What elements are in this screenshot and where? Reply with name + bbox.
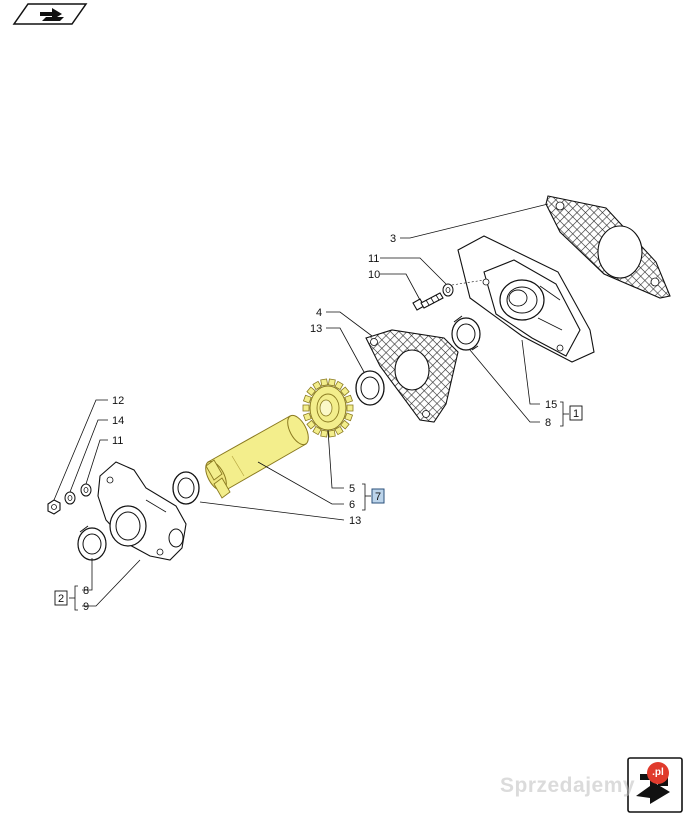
previous-page-button[interactable]	[12, 3, 88, 25]
gear-tooth	[334, 380, 344, 391]
gear-tooth	[340, 419, 350, 430]
callout-5: 5	[349, 483, 355, 495]
gear-tooth	[340, 386, 350, 397]
callout-10: 10	[368, 269, 380, 281]
gear-tooth	[312, 425, 322, 436]
gear-tooth	[320, 378, 329, 387]
washer-part-14	[64, 491, 76, 505]
callout-8-left: 8	[83, 585, 89, 597]
gear-tooth	[334, 425, 344, 436]
bearing-part-8-left	[77, 525, 107, 561]
gear-tooth	[306, 419, 316, 430]
ref-box-1-label: 1	[573, 408, 579, 420]
washer-part-11-top	[442, 283, 454, 297]
group-brackets	[69, 401, 569, 611]
nut-part-12	[47, 499, 61, 515]
seal-part-13-bottom	[172, 471, 200, 505]
callout-3: 3	[390, 233, 396, 245]
callout-11-top: 11	[368, 253, 379, 265]
ref-box-2-label: 2	[58, 593, 64, 605]
callout-labels: 3 11 10 4 13 15 8 12 14 11 5 6 13 8 9	[83, 233, 557, 613]
bracket-housing-part-9	[97, 461, 187, 561]
callout-15: 15	[545, 399, 557, 411]
cover-housing-part-15	[457, 235, 595, 363]
seal-part-13-top	[355, 370, 385, 406]
gear-tooth	[302, 394, 312, 404]
callout-13-top: 13	[310, 323, 322, 335]
gear-tooth	[302, 404, 310, 412]
gear-tooth	[306, 386, 316, 397]
gear-tooth	[346, 404, 354, 412]
washer-part-11-left	[80, 483, 92, 497]
bolt-part-10	[412, 279, 485, 311]
watermark-badge: .pl	[647, 762, 669, 784]
gear-tooth	[344, 394, 354, 404]
callout-8-right: 8	[545, 417, 551, 429]
ref-box-1[interactable]: 1	[569, 405, 583, 421]
gasket-part-3	[545, 195, 671, 299]
previous-page-arrow-icon	[40, 8, 64, 21]
gear-tooth	[320, 429, 329, 438]
gear-tooth	[312, 380, 322, 391]
callout-9: 9	[83, 601, 89, 613]
callout-11-left: 11	[112, 435, 123, 447]
callout-14: 14	[112, 415, 124, 427]
bearing-part-8-right	[451, 315, 481, 351]
ref-box-2[interactable]: 2	[54, 590, 68, 606]
gear-tooth	[344, 412, 354, 422]
gear-tooth	[327, 429, 336, 438]
gasket-part-4	[365, 329, 459, 423]
callout-6: 6	[349, 499, 355, 511]
ref-box-7-label: 7	[375, 491, 381, 503]
gear-tooth	[302, 412, 312, 422]
callout-12: 12	[112, 395, 124, 407]
callout-4: 4	[316, 307, 322, 319]
gear-tooth	[327, 378, 336, 387]
shaft-part-6	[205, 414, 309, 499]
callout-13-bottom: 13	[349, 515, 361, 527]
watermark-text: Sprzedajemy	[500, 774, 636, 797]
callout-leaders	[53, 203, 549, 607]
gear-part-5	[302, 378, 354, 438]
ref-box-7[interactable]: 7	[371, 488, 385, 504]
